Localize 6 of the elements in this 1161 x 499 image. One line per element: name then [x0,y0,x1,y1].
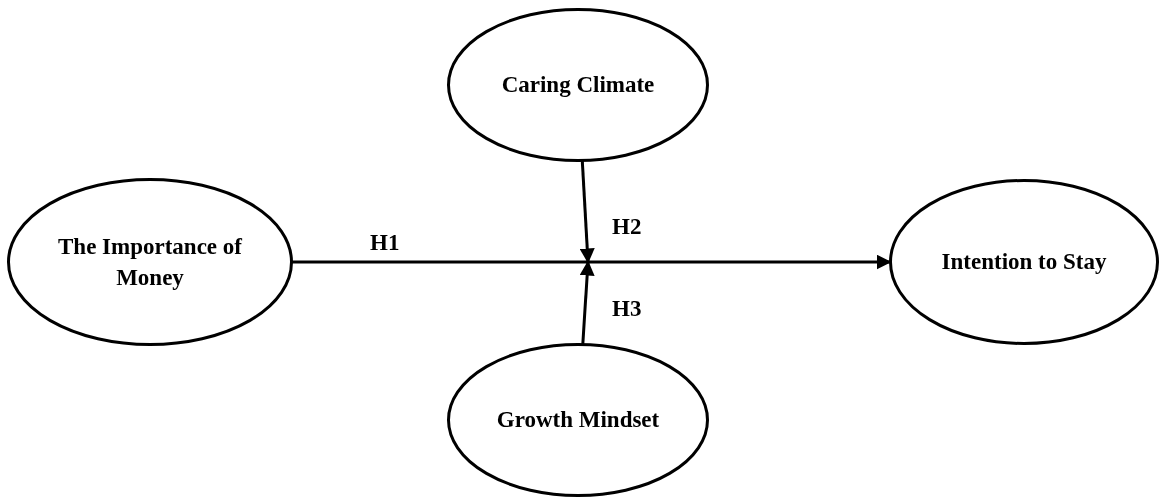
node-label: Intention to Stay [940,248,1108,277]
arrow [579,260,595,345]
node-label: Caring Climate [500,71,656,100]
arrow [579,160,595,264]
node-label: The Importance of Money [57,232,243,292]
node-label: Growth Mindset [495,406,661,435]
